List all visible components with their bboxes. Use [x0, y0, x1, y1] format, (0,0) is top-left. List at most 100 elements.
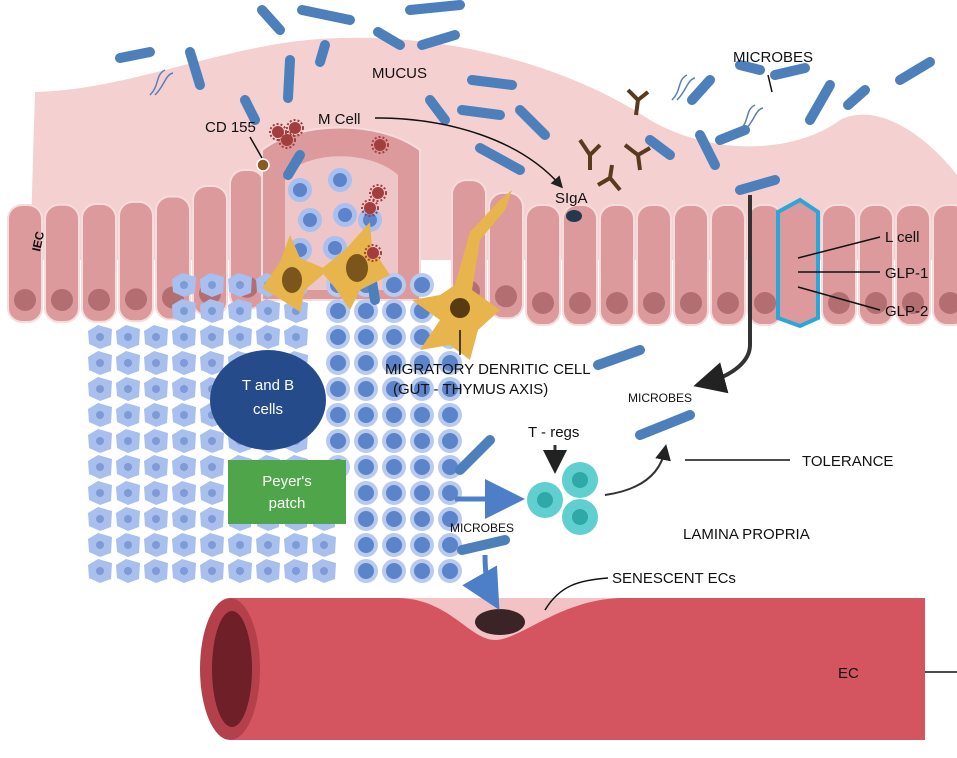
virus-particle	[367, 247, 379, 259]
stromal-nucleus	[264, 567, 272, 575]
stromal-nucleus	[96, 515, 104, 523]
stromal-nucleus	[180, 437, 188, 445]
stromal-nucleus	[264, 333, 272, 341]
b-lymphocyte-nucleus	[386, 407, 402, 423]
microbe	[843, 85, 870, 110]
stromal-nucleus	[180, 541, 188, 549]
migratory-dendritic-cell	[412, 190, 512, 360]
b-lymphocyte-nucleus	[442, 407, 458, 423]
stromal-nucleus	[96, 567, 104, 575]
stromal-nucleus	[208, 437, 216, 445]
microbe	[297, 5, 355, 25]
stromal-nucleus	[208, 333, 216, 341]
cd155-label: CD 155	[205, 119, 256, 136]
lymphocyte-nucleus	[333, 173, 347, 187]
epithelial-cell	[44, 203, 80, 323]
virus-particle	[372, 187, 384, 199]
stromal-nucleus	[236, 307, 244, 315]
stromal-nucleus	[180, 333, 188, 341]
stromal-nucleus	[180, 385, 188, 393]
epithelial-cell	[525, 204, 561, 326]
stromal-nucleus	[208, 515, 216, 523]
epithelial-nucleus	[495, 285, 517, 308]
b-lymphocyte-nucleus	[442, 459, 458, 475]
stromal-nucleus	[292, 333, 300, 341]
stromal-nucleus	[180, 307, 188, 315]
epithelial-cell	[636, 204, 672, 326]
stromal-nucleus	[264, 307, 272, 315]
b-lymphocyte-nucleus	[442, 381, 458, 397]
stromal-nucleus	[208, 281, 216, 289]
epithelial-cell	[858, 204, 894, 326]
t-b-label-1: T and B	[242, 377, 294, 394]
peyers-label-1: Peyer's	[262, 473, 312, 490]
stromal-nucleus	[180, 411, 188, 419]
microbes-mid-label: MICROBES	[628, 391, 692, 405]
stromal-nucleus	[96, 463, 104, 471]
epithelial-nucleus	[88, 288, 110, 311]
b-lymphocyte-nucleus	[442, 485, 458, 501]
stromal-nucleus	[208, 463, 216, 471]
b-lymphocyte-nucleus	[358, 433, 374, 449]
epithelial-cell	[599, 204, 635, 326]
b-lymphocyte-nucleus	[442, 563, 458, 579]
b-lymphocyte-nucleus	[386, 459, 402, 475]
stromal-nucleus	[264, 541, 272, 549]
epithelium-cells	[7, 126, 957, 326]
microbe	[315, 40, 330, 67]
lymphocyte-nucleus	[328, 241, 342, 255]
stromal-nucleus	[124, 489, 132, 497]
b-lymphocyte-nucleus	[358, 511, 374, 527]
stromal-nucleus	[152, 463, 160, 471]
t-b-label-2: cells	[253, 401, 283, 418]
epithelial-cell	[895, 204, 931, 326]
b-lymphocyte-nucleus	[414, 433, 430, 449]
epithelial-nucleus	[569, 292, 591, 314]
siga-antibodies	[578, 88, 652, 192]
stromal-nucleus	[152, 515, 160, 523]
senescent-label: SENESCENT ECs	[612, 570, 736, 587]
microbe	[593, 345, 645, 370]
stromal-nucleus	[208, 359, 216, 367]
b-lymphocyte-nucleus	[330, 355, 346, 371]
b-lymphocyte-nucleus	[358, 563, 374, 579]
stromal-nucleus	[236, 333, 244, 341]
t-and-b-cells	[210, 350, 326, 450]
b-lymphocyte-nucleus	[358, 485, 374, 501]
stromal-nucleus	[236, 567, 244, 575]
flagellum	[739, 104, 764, 131]
virus-spikes	[369, 184, 387, 202]
stromal-nucleus	[96, 541, 104, 549]
b-lymphocyte-nucleus	[386, 303, 402, 319]
stromal-nucleus	[320, 567, 328, 575]
epithelial-nucleus	[606, 292, 628, 314]
b-lymphocyte-nucleus	[386, 381, 402, 397]
b-lymphocyte-nucleus	[442, 511, 458, 527]
blood-vessel	[200, 598, 925, 740]
peyers-patch-box	[228, 460, 346, 524]
b-lymphocyte-nucleus	[358, 459, 374, 475]
stromal-nucleus	[292, 541, 300, 549]
epithelial-nucleus	[828, 292, 850, 314]
stromal-nucleus	[152, 411, 160, 419]
epithelial-nucleus	[865, 292, 887, 314]
b-lymphocyte-nucleus	[330, 407, 346, 423]
stromal-nucleus	[124, 463, 132, 471]
stromal-nucleus	[124, 411, 132, 419]
virus-spikes	[286, 119, 304, 137]
virus-particle	[289, 122, 301, 134]
b-lymphocyte-nucleus	[386, 537, 402, 553]
epithelial-cell	[673, 204, 709, 326]
lymphocyte-nucleus	[293, 183, 307, 197]
microbe	[240, 95, 260, 125]
b-lymphocyte-nucleus	[358, 537, 374, 553]
stromal-nucleus	[152, 359, 160, 367]
peyers-label-2: patch	[269, 495, 306, 512]
microbe	[895, 57, 935, 85]
b-lymphocyte-nucleus	[414, 355, 430, 371]
stromal-nucleus	[208, 567, 216, 575]
microbe	[373, 27, 405, 50]
b-lymphocyte-nucleus	[414, 511, 430, 527]
b-lymphocyte-nucleus	[358, 355, 374, 371]
